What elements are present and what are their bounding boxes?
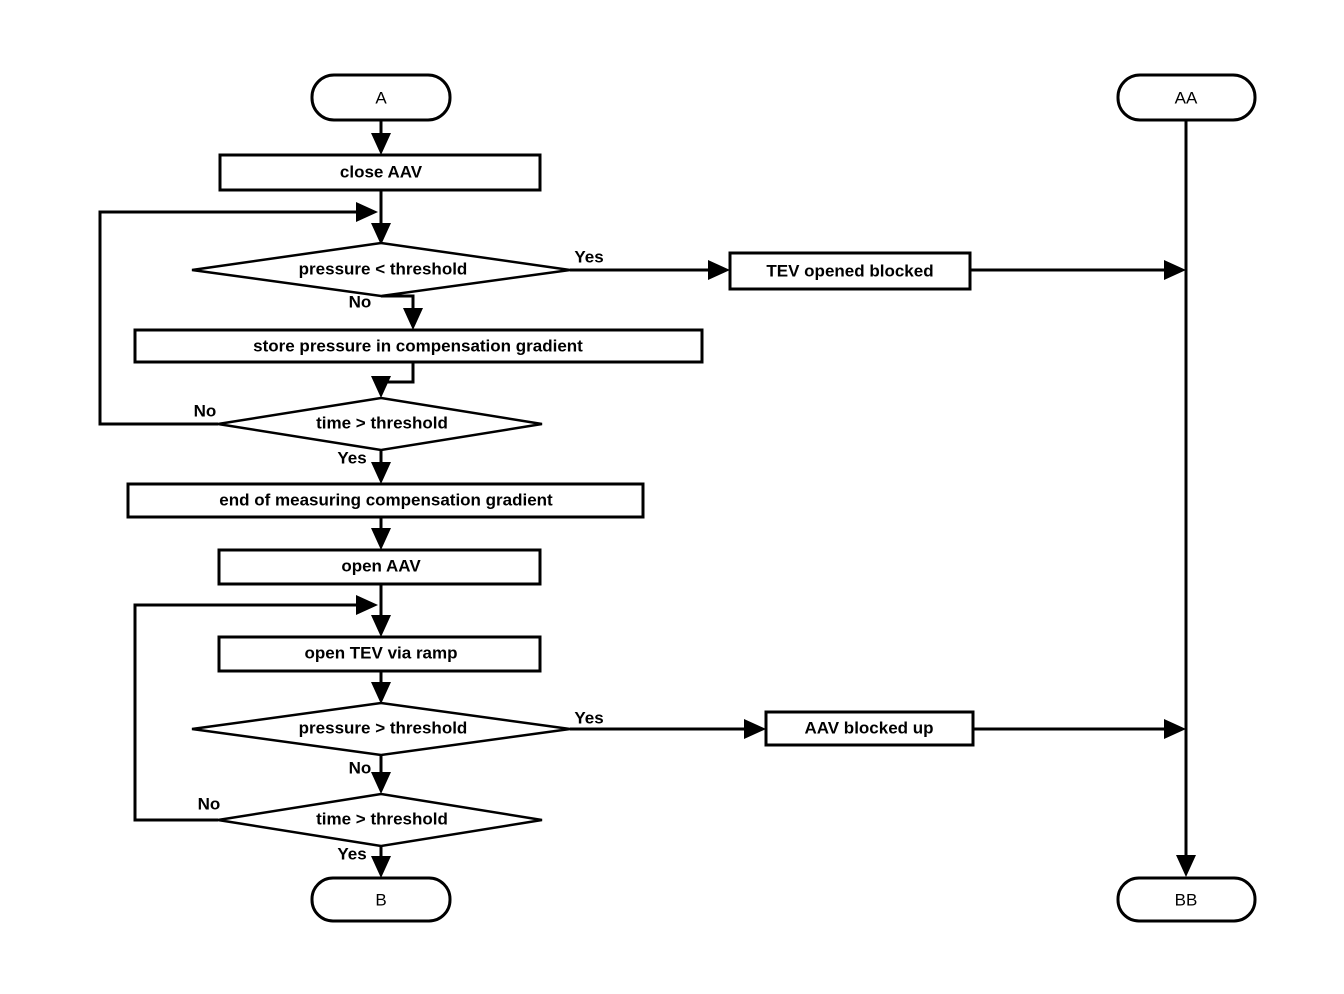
edge-pressure-gt-yes [570,719,766,739]
node-end-bb-label: BB [1175,890,1198,909]
node-open-tev-via-ramp[interactable]: open TEV via ramp [217,635,542,673]
node-end-b-label: B [375,890,386,909]
edge-label-pressure-lt-yes: Yes [574,247,603,266]
node-start-a-label: A [375,88,387,107]
edge-label-pressure-lt-no: No [349,292,372,311]
edge-label-time-gt-1-yes: Yes [337,448,366,467]
node-time-gt-threshold-2-label: time > threshold [316,809,448,828]
edge-label-pressure-gt-yes: Yes [574,708,603,727]
node-end-measuring[interactable]: end of measuring compensation gradient [126,482,645,519]
edge-end-measuring-to-open-aav [371,516,391,550]
node-open-aav-label: open AAV [341,556,421,575]
edge-pressure-lt-yes [570,260,730,280]
edge-label-time-gt-2-no: No [198,794,221,813]
node-start-aa-label: AA [1175,88,1198,107]
node-close-aav[interactable]: close AAV [218,153,542,192]
edge-label-time-gt-2-yes: Yes [337,844,366,863]
edge-open-aav-to-open-tev [371,583,391,637]
edge-a-to-close-aav [371,120,391,155]
node-aav-blocked-up-label: AAV blocked up [804,718,933,737]
node-store-pressure[interactable]: store pressure in compensation gradient [133,328,704,364]
node-time-gt-threshold-2[interactable]: time > threshold [217,792,543,848]
edge-tev-opened-blocked-to-spine [970,260,1186,280]
edge-store-pressure-to-time-gt-1 [371,361,415,398]
node-store-pressure-label: store pressure in compensation gradient [253,336,583,355]
edge-aa-spine-to-bb [1176,120,1196,877]
edge-label-pressure-gt-no: No [349,758,372,777]
node-tev-opened-blocked-label: TEV opened blocked [766,261,933,280]
node-pressure-gt-threshold-label: pressure > threshold [299,718,468,737]
node-close-aav-label: close AAV [340,162,423,181]
node-time-gt-threshold-1[interactable]: time > threshold [217,396,543,452]
node-pressure-lt-threshold[interactable]: pressure < threshold [191,241,571,298]
edge-aav-blocked-up-to-spine [973,719,1186,739]
node-pressure-lt-threshold-label: pressure < threshold [299,259,468,278]
node-tev-opened-blocked[interactable]: TEV opened blocked [728,251,972,291]
edge-label-time-gt-1-no: No [194,401,217,420]
node-end-bb[interactable]: BB [1116,876,1257,923]
edge-pressure-lt-no [381,294,423,330]
edge-open-tev-to-pressure-gt [371,670,391,704]
edge-time-gt-2-yes [371,846,391,878]
node-start-a[interactable]: A [310,73,452,122]
edge-pressure-gt-no [371,755,391,794]
node-end-b[interactable]: B [310,876,452,923]
node-open-tev-via-ramp-label: open TEV via ramp [304,643,457,662]
node-time-gt-threshold-1-label: time > threshold [316,413,448,432]
node-end-measuring-label: end of measuring compensation gradient [219,490,553,509]
node-pressure-gt-threshold[interactable]: pressure > threshold [191,701,571,757]
node-start-aa[interactable]: AA [1116,73,1257,122]
edge-close-aav-to-pressure-lt [371,190,391,245]
node-aav-blocked-up[interactable]: AAV blocked up [764,710,975,747]
edge-time-gt-2-no-loop [133,595,378,822]
edge-time-gt-1-yes [371,450,391,484]
edge-time-gt-1-no-loop [98,202,378,426]
node-open-aav[interactable]: open AAV [217,548,542,586]
